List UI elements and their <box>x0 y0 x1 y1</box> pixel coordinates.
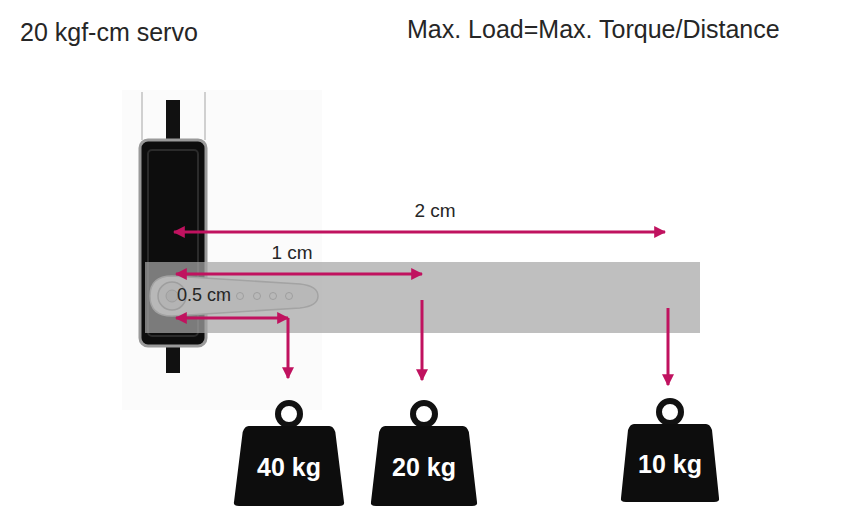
weight-shape <box>620 398 720 502</box>
weight-block: 20 kg <box>370 400 478 506</box>
load-arrow <box>287 318 290 378</box>
dimension-arrow <box>174 231 665 234</box>
dimension-label: 0.5 cm <box>177 285 231 306</box>
weight-block: 40 kg <box>233 400 345 506</box>
weight-handle <box>659 401 681 423</box>
dimension-arrow <box>176 273 422 276</box>
weight-label: 40 kg <box>257 454 321 482</box>
weight-shape <box>370 400 478 506</box>
mount-edge <box>204 92 206 140</box>
load-arrow <box>421 300 424 380</box>
dimension-label: 1 cm <box>271 242 312 264</box>
weight-body <box>621 424 719 502</box>
heading-text: 20 kgf-cm servo <box>20 18 198 47</box>
weight-handle <box>278 403 300 425</box>
dimension-label: 2 cm <box>414 200 455 222</box>
weight-shape <box>233 400 345 506</box>
weight-body <box>234 426 344 506</box>
weight-block: 10 kg <box>620 398 720 502</box>
weight-handle <box>413 403 435 425</box>
heading-text: Max. Load=Max. Torque/Distance <box>407 15 780 44</box>
servo-tab <box>166 100 180 142</box>
weight-body <box>371 426 477 506</box>
dimension-arrow <box>176 317 288 320</box>
mount-edge <box>141 92 143 140</box>
weight-label: 10 kg <box>638 451 702 479</box>
load-arrow <box>667 308 670 385</box>
photo-backdrop <box>122 90 322 410</box>
weight-label: 20 kg <box>392 454 456 482</box>
